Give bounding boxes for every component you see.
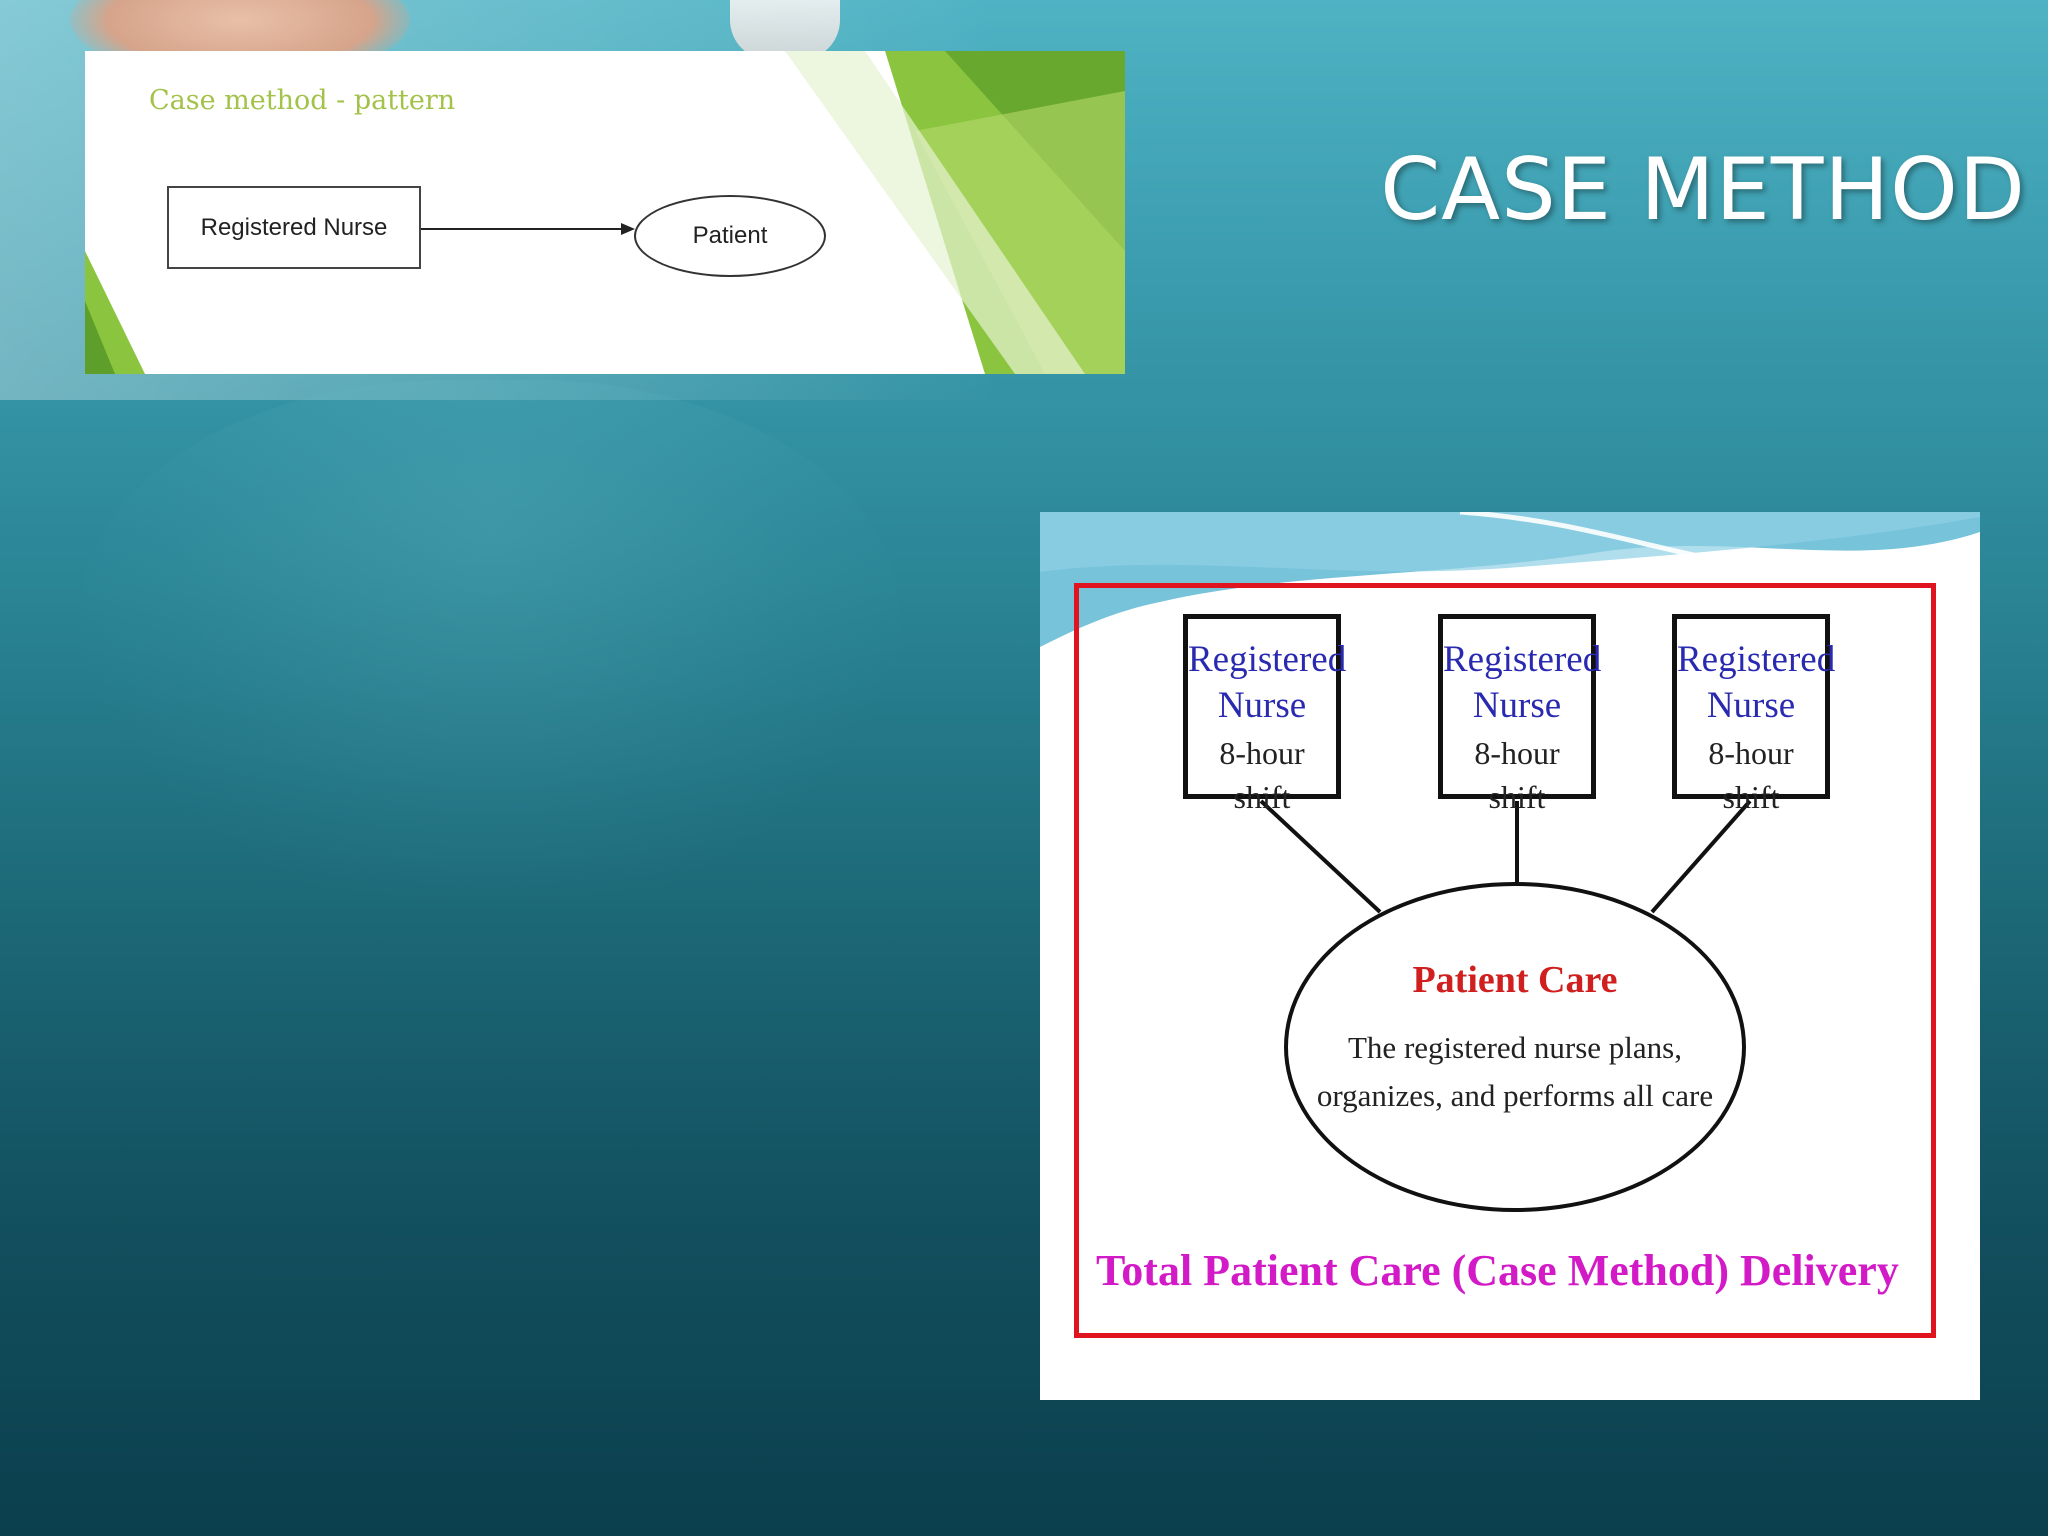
- pattern-nurse-box: Registered Nurse: [167, 186, 421, 269]
- diagram-frame: [1074, 583, 1936, 1338]
- patient-care-title: Patient Care: [1412, 959, 1618, 1001]
- delivery-diagram-panel: Registered Nurse 8-hour shift Registered…: [1040, 512, 1980, 1400]
- nurse-box-1: Registered Nurse 8-hour shift: [1183, 614, 1347, 815]
- background-figure: [80, 380, 900, 900]
- green-triangle-decoration: [85, 51, 1125, 374]
- nurse-shift-3: 8-hour shift: [1708, 735, 1794, 815]
- nurse-role-3: Registered Nurse: [1677, 639, 1836, 726]
- pattern-panel: Case method - pattern Registered Nurse P…: [85, 51, 1125, 374]
- nurse-role-2: Registered Nurse: [1443, 639, 1602, 726]
- slide-title: CASE METHOD: [1380, 140, 2026, 240]
- nurse-box-2: Registered Nurse 8-hour shift: [1438, 614, 1602, 815]
- pattern-patient-ellipse: Patient: [634, 195, 826, 277]
- pattern-arrow: [421, 223, 635, 235]
- background-glove: [730, 0, 840, 60]
- pattern-patient-label: Patient: [692, 222, 768, 249]
- pattern-title: Case method - pattern: [149, 85, 456, 116]
- connector-lines: [1259, 799, 1752, 914]
- delivery-footer: Total Patient Care (Case Method) Deliver…: [1096, 1246, 1899, 1295]
- patient-care-description: The registered nurse plans, organizes, a…: [1316, 1030, 1714, 1113]
- nurse-shift-2: 8-hour shift: [1474, 735, 1560, 815]
- nurse-shift-1: 8-hour shift: [1219, 735, 1305, 815]
- nurse-role-1: Registered Nurse: [1188, 639, 1347, 726]
- wave-decoration: [1040, 512, 1980, 647]
- nurse-box-3: Registered Nurse 8-hour shift: [1672, 614, 1836, 815]
- patient-care-ellipse: [1284, 882, 1746, 1212]
- pattern-nurse-label: Registered Nurse: [200, 213, 388, 241]
